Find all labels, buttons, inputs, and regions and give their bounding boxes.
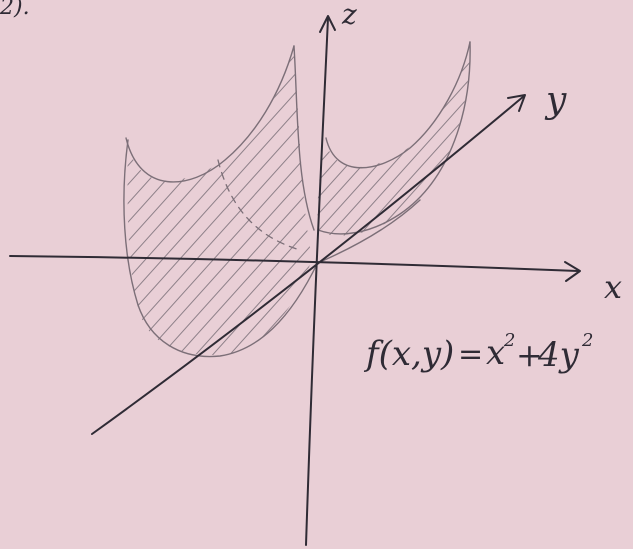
hatch-line bbox=[292, 48, 312, 355]
hatch-line bbox=[127, 48, 312, 355]
hatch-line bbox=[127, 48, 208, 355]
equation-x-term: x bbox=[486, 333, 505, 373]
right-surface-upper-edge bbox=[325, 41, 471, 169]
x-axis-arrowhead bbox=[564, 261, 581, 282]
hatch-line bbox=[369, 45, 470, 236]
hatch-line bbox=[354, 45, 470, 236]
left-surface-inner-edge bbox=[293, 45, 315, 231]
hatch-line bbox=[339, 45, 470, 236]
z-axis-arrowhead bbox=[319, 15, 336, 33]
hatch-line bbox=[475, 40, 633, 240]
hatch-line bbox=[317, 45, 461, 236]
hatch-line bbox=[127, 48, 312, 355]
hatch-line bbox=[317, 45, 356, 236]
hatch-line bbox=[207, 48, 312, 355]
left-hatching bbox=[0, 40, 312, 360]
right-surface-outer-edge bbox=[317, 41, 471, 235]
hatch-line bbox=[459, 45, 470, 236]
corner-text: 2). bbox=[0, 0, 30, 20]
hatch-line bbox=[399, 45, 470, 236]
hatch-line bbox=[127, 48, 225, 355]
equation-equals: = bbox=[458, 337, 483, 372]
equation-plus: + bbox=[516, 336, 543, 374]
hatch-line bbox=[258, 48, 312, 355]
hatch-line bbox=[190, 48, 312, 355]
hatch-line bbox=[127, 48, 310, 355]
hatch-line bbox=[384, 45, 470, 236]
hatch-line bbox=[127, 48, 259, 355]
function-equation: f(x,y) = x 2 + 4y 2 bbox=[363, 330, 593, 375]
y-axis-label: y bbox=[544, 80, 567, 121]
hatch-line bbox=[0, 40, 105, 360]
hatch-line bbox=[127, 48, 140, 355]
hatch-line bbox=[241, 48, 312, 355]
hatch-line bbox=[173, 48, 312, 355]
hatch-line bbox=[156, 48, 312, 355]
hatch-line bbox=[317, 45, 401, 236]
equation-lhs: f(x,y) bbox=[363, 334, 454, 374]
left-surface-upper-edge bbox=[125, 45, 295, 183]
hatch-line bbox=[224, 48, 312, 355]
hatch-line bbox=[429, 45, 470, 236]
equation-y-exponent: 2 bbox=[581, 330, 593, 351]
hatch-line bbox=[127, 48, 191, 355]
left-surface-outline bbox=[123, 139, 319, 358]
hatch-line bbox=[127, 48, 312, 355]
hatch-line bbox=[127, 48, 157, 355]
hatch-line bbox=[0, 40, 88, 360]
equation-x-exponent: 2 bbox=[503, 330, 515, 351]
hatch-line bbox=[324, 45, 470, 236]
right-hatching bbox=[115, 40, 633, 240]
hatch-line bbox=[127, 48, 312, 355]
x-axis-label: x bbox=[604, 268, 622, 306]
hatch-line bbox=[127, 48, 174, 355]
x-axis-line bbox=[9, 255, 579, 272]
hatch-line bbox=[139, 48, 312, 355]
hatch-line bbox=[115, 40, 295, 240]
hatch-line bbox=[127, 48, 312, 355]
equation-y-term: 4y bbox=[537, 335, 580, 375]
hatch-line bbox=[130, 40, 310, 240]
hatch-line bbox=[317, 45, 371, 236]
hatch-line bbox=[0, 40, 122, 360]
z-axis-line bbox=[305, 17, 329, 546]
y-axis-line bbox=[91, 95, 525, 435]
hatch-line bbox=[317, 45, 431, 236]
hatch-line bbox=[414, 45, 470, 236]
hatch-line bbox=[317, 45, 470, 236]
right-surface-lower-edge bbox=[319, 199, 421, 263]
hatch-line bbox=[317, 45, 341, 236]
y-axis-arrowhead bbox=[507, 94, 526, 112]
hidden-edge-dashed bbox=[217, 159, 301, 251]
hatch-line bbox=[127, 48, 293, 355]
hatch-line bbox=[127, 48, 242, 355]
hatch-line bbox=[127, 48, 312, 355]
z-axis-label: z bbox=[341, 0, 357, 31]
